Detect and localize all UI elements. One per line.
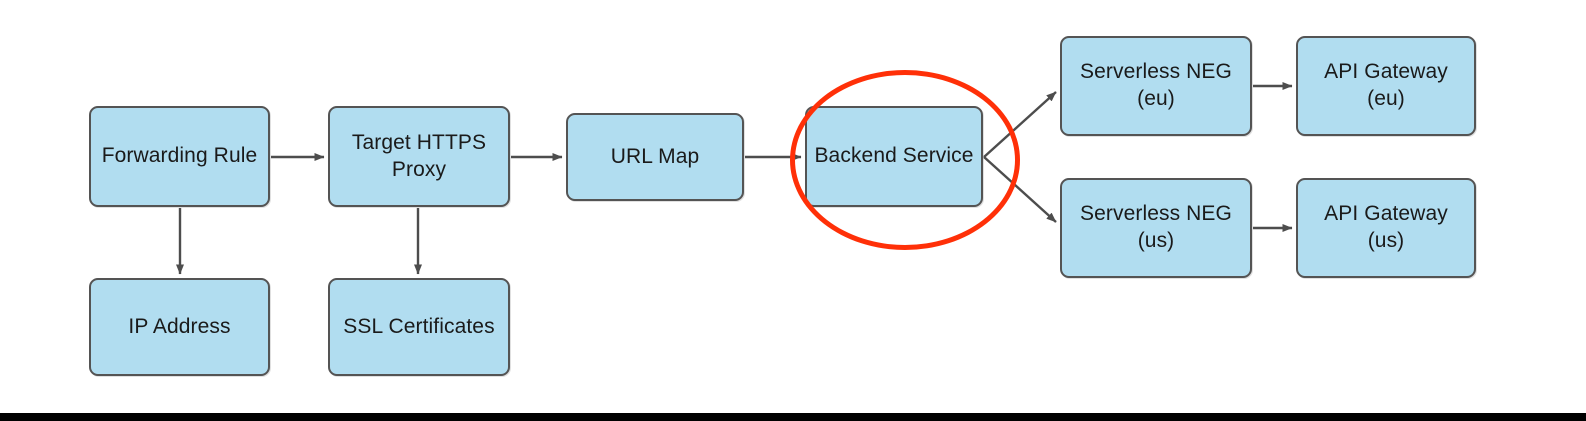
node-label: URL Map — [610, 144, 700, 168]
node-label: Forwarding Rule — [101, 144, 258, 168]
node-serverless-neg-us[interactable]: Serverless NEG (us) — [1060, 178, 1252, 278]
node-label: Serverless NEG (us) — [1080, 202, 1232, 252]
node-target-https-proxy[interactable]: Target HTTPS Proxy — [328, 106, 510, 207]
node-backend-service[interactable]: Backend Service — [805, 106, 983, 207]
node-label: SSL Certificates — [343, 314, 495, 338]
node-api-gateway-eu[interactable]: API Gateway (eu) — [1296, 36, 1476, 136]
edge-backend-to-neg-eu — [983, 91, 1057, 158]
node-label: Serverless NEG (eu) — [1080, 60, 1232, 110]
node-ssl-certificates[interactable]: SSL Certificates — [328, 278, 510, 376]
node-url-map[interactable]: URL Map — [566, 113, 744, 201]
node-label: API Gateway (us) — [1324, 202, 1448, 252]
node-label: Target HTTPS Proxy — [351, 130, 487, 181]
node-label: Backend Service — [814, 144, 974, 168]
bottom-bar — [0, 413, 1586, 421]
node-label: IP Address — [128, 314, 231, 338]
edge-backend-to-neg-us — [983, 156, 1057, 223]
node-forwarding-rule[interactable]: Forwarding Rule — [89, 106, 270, 207]
node-api-gateway-us[interactable]: API Gateway (us) — [1296, 178, 1476, 278]
node-label: API Gateway (eu) — [1324, 60, 1448, 110]
node-serverless-neg-eu[interactable]: Serverless NEG (eu) — [1060, 36, 1252, 136]
node-ip-address[interactable]: IP Address — [89, 278, 270, 376]
